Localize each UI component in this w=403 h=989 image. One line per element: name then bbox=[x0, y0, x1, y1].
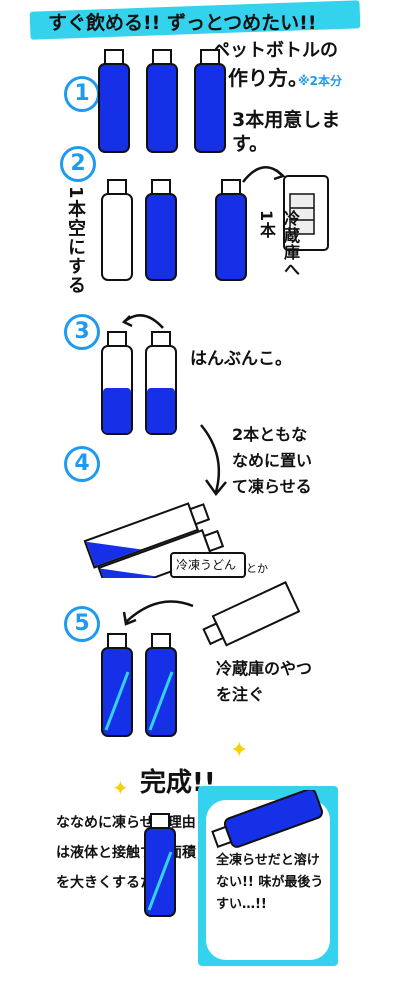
bottle-icon bbox=[194, 49, 226, 153]
bottle-icon bbox=[145, 633, 177, 737]
half-bottle-icon bbox=[145, 331, 177, 435]
step-3-text: はんぶんこ。 bbox=[190, 349, 292, 369]
bottle-icon bbox=[101, 633, 133, 737]
arrow-icon bbox=[242, 166, 286, 183]
step-1-bottles bbox=[98, 49, 226, 153]
arrow-icon bbox=[121, 314, 164, 329]
step-5-bottles bbox=[101, 633, 177, 737]
step-4-text: 2本ともななめに置いて凍らせる bbox=[232, 425, 313, 496]
refrigerator-icon bbox=[283, 175, 329, 251]
step-2-side-label: 1本空にする bbox=[65, 186, 86, 295]
bottle-icon bbox=[145, 179, 177, 281]
step-1-text: 3本用意します。 bbox=[232, 109, 341, 155]
step-2-bottles bbox=[101, 179, 247, 281]
finish-note: 全凍らせだと溶けない!! 味が最後うすい…!! bbox=[216, 853, 324, 912]
step-2-number: 2 bbox=[60, 146, 96, 182]
title-line2: ペットボトルの bbox=[212, 40, 338, 61]
udon-tag bbox=[170, 552, 246, 578]
step-3-bottles bbox=[101, 331, 177, 435]
sparkle-icon: ✦ bbox=[230, 738, 249, 763]
half-bottle-icon bbox=[101, 331, 133, 435]
step-4-number: 4 bbox=[64, 446, 100, 482]
sparkle-icon: ✦ bbox=[112, 776, 129, 800]
bottle-icon bbox=[215, 179, 247, 281]
empty-bottle-icon bbox=[101, 179, 133, 281]
title-line3: 作り方。 bbox=[228, 66, 308, 90]
step-2-fridge-label: 冷蔵庫へ1本 bbox=[257, 210, 300, 278]
udon-tag-suffix: とか bbox=[246, 562, 268, 575]
finish-bottle bbox=[144, 813, 176, 917]
step-5-number: 5 bbox=[64, 606, 100, 642]
finish-tilted-bottle bbox=[211, 790, 324, 849]
step-4-tilted-bottles bbox=[83, 502, 225, 578]
title-note: ※2本分 bbox=[298, 74, 343, 88]
down-arrow-icon bbox=[200, 424, 227, 497]
title-line1: すぐ飲める!! ずっとつめたい!! bbox=[48, 12, 317, 34]
bottle-icon bbox=[146, 49, 178, 153]
bottle-icon bbox=[98, 49, 130, 153]
step-3-number: 3 bbox=[64, 314, 100, 350]
pour-bottle-icon bbox=[202, 581, 301, 647]
arrow-icon bbox=[122, 600, 194, 626]
udon-tag-label: 冷凍うどん bbox=[176, 558, 237, 572]
step-5-text: 冷蔵庫のやつを注ぐ bbox=[216, 659, 313, 704]
